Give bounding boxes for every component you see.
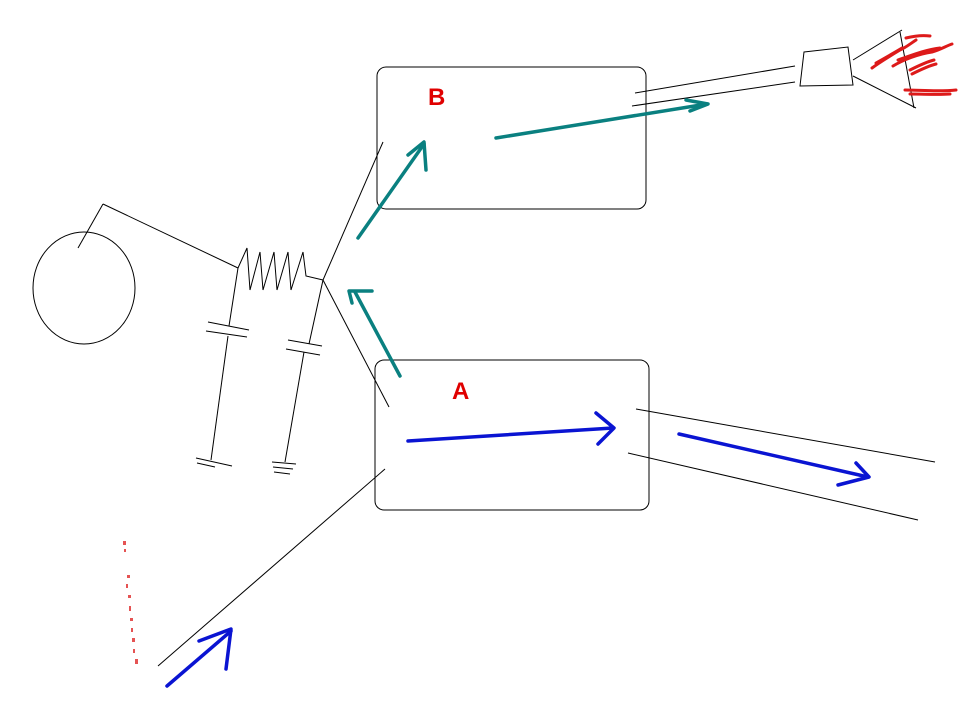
ground-symbol (271, 461, 297, 475)
input-line (157, 468, 386, 667)
beam-line (631, 81, 796, 107)
teal-arrow (494, 98, 710, 140)
wire-to-box-a (322, 279, 390, 408)
wire-to-box-b (322, 141, 384, 281)
blue-arrow (165, 627, 233, 688)
blue-arrow (406, 411, 616, 446)
ground-symbol (195, 457, 233, 468)
teal-arrow (356, 140, 428, 240)
capacitor-symbol (284, 279, 324, 463)
lamp-symbol (799, 29, 917, 109)
beam-line (627, 452, 919, 521)
beam-line (635, 408, 936, 463)
box-a (374, 359, 650, 511)
light-rays-scribble (870, 34, 958, 96)
blue-arrow (677, 432, 871, 487)
box-b-label: B (428, 84, 446, 111)
capacitor-symbol (205, 267, 250, 461)
box-b (376, 66, 647, 210)
teal-arrow (347, 289, 402, 378)
circle-shape (32, 203, 239, 345)
resistor-zigzag (237, 247, 324, 291)
box-a-label: A (452, 378, 470, 405)
faint-scribble-mark (123, 541, 138, 664)
beam-line (634, 65, 796, 94)
